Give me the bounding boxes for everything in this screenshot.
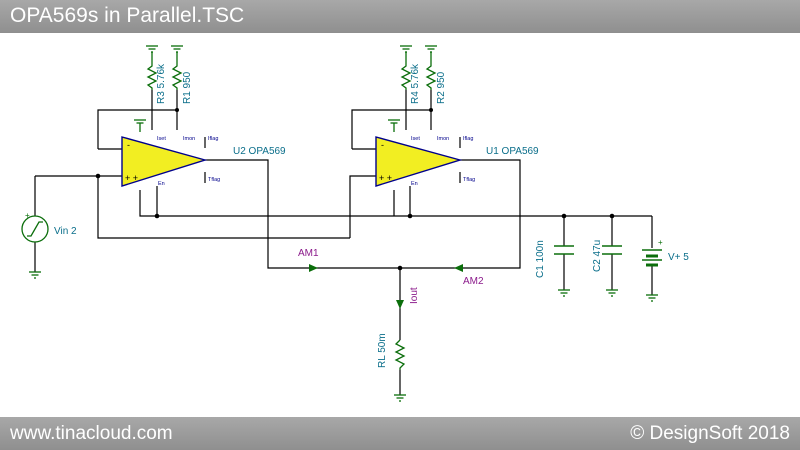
resistor-r1-symbol[interactable] xyxy=(171,56,183,90)
label-r4: R4 5.76k xyxy=(410,63,421,104)
u2-pin-labels: Iset Imon Iflag Tflag En xyxy=(157,136,220,187)
ammeter-am1[interactable] xyxy=(309,264,318,272)
opamp-u1[interactable]: - + + xyxy=(375,136,463,187)
ground-icon xyxy=(606,289,618,297)
wires xyxy=(34,90,653,395)
svg-text:+: + xyxy=(658,238,663,247)
ground-symbols xyxy=(29,45,658,402)
window-title: OPA569s in Parallel.TSC xyxy=(10,4,245,27)
opamp-u2[interactable]: - + + xyxy=(121,136,208,187)
label-c1: C1 100n xyxy=(535,240,546,278)
svg-text:+ +: + + xyxy=(125,173,138,183)
ground-icon xyxy=(646,294,658,302)
label-r1: R1 950 xyxy=(182,71,193,104)
footer-link[interactable]: www.tinacloud.com xyxy=(10,423,173,444)
ground-icon xyxy=(171,45,183,56)
ammeter-iout[interactable] xyxy=(396,300,404,309)
label-r2: R2 950 xyxy=(436,71,447,104)
label-am1: AM1 xyxy=(298,248,319,259)
capacitor-c2[interactable] xyxy=(602,245,622,255)
pin-label: Imon xyxy=(183,136,195,142)
vin-source[interactable]: + xyxy=(21,211,49,243)
junctions xyxy=(95,108,615,271)
ground-icon xyxy=(29,271,41,279)
u1-pin-labels: Iset Imon Iflag Tflag En xyxy=(411,136,475,187)
ammeter-am2[interactable] xyxy=(454,264,463,272)
ground-icon xyxy=(400,45,412,56)
svg-text:-: - xyxy=(127,140,130,150)
pin-label: En xyxy=(158,181,165,187)
svg-text:+: + xyxy=(25,211,30,220)
resistor-r4-symbol[interactable] xyxy=(400,56,412,90)
title-bar: OPA569s in Parallel.TSC xyxy=(0,0,800,33)
component-labels: R3 5.76k R1 950 R4 5.76k R2 950 U2 OPA56… xyxy=(54,63,689,368)
resistor-r2-symbol[interactable] xyxy=(425,56,437,90)
pin-label: Iflag xyxy=(208,136,218,142)
label-u2: U2 OPA569 xyxy=(233,146,286,157)
capacitor-c1[interactable] xyxy=(554,245,574,255)
ground-icon xyxy=(134,119,146,132)
label-vin: Vin 2 xyxy=(54,226,77,237)
footer-bar: www.tinacloud.com © DesignSoft 2018 xyxy=(0,417,800,450)
pin-label: Iflag xyxy=(463,136,473,142)
pin-label: Tflag xyxy=(463,177,475,183)
resistor-r3-symbol[interactable] xyxy=(146,56,158,90)
ground-icon xyxy=(388,119,400,132)
label-u1: U1 OPA569 xyxy=(486,146,539,157)
ground-icon xyxy=(425,45,437,56)
svg-text:-: - xyxy=(381,140,384,150)
battery-vplus[interactable]: + xyxy=(642,238,663,267)
pin-label: Iset xyxy=(411,136,420,142)
pin-label: En xyxy=(411,181,418,187)
label-c2: C2 47u xyxy=(592,240,603,272)
label-iout: Iout xyxy=(409,287,420,304)
ground-icon xyxy=(558,289,570,297)
label-am2: AM2 xyxy=(463,276,484,287)
resistors xyxy=(146,56,437,370)
ground-icon xyxy=(394,394,406,402)
ground-icon xyxy=(146,45,158,56)
svg-text:+ +: + + xyxy=(379,173,392,183)
resistor-rl-symbol[interactable] xyxy=(394,339,406,370)
label-r3: R3 5.76k xyxy=(156,63,167,104)
copyright-text: © DesignSoft 2018 xyxy=(630,423,790,444)
label-rl: RL 50m xyxy=(377,333,388,368)
pin-label: Imon xyxy=(437,136,449,142)
label-vplus: V+ 5 xyxy=(668,252,689,263)
pin-label: Iset xyxy=(157,136,166,142)
pin-label: Tflag xyxy=(208,177,220,183)
